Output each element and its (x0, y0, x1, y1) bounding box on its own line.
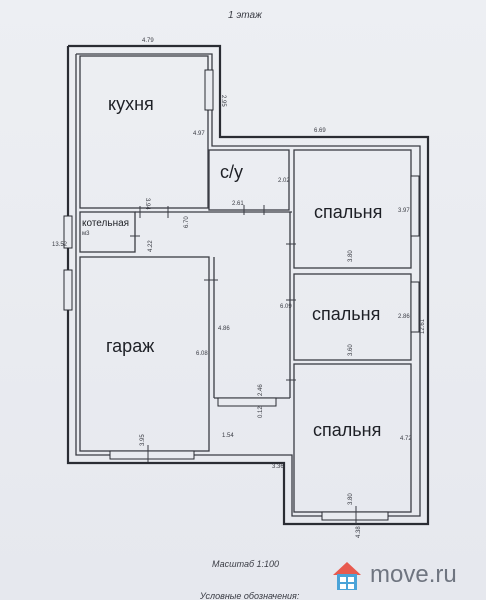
dim-wc-width: 2.61 (232, 201, 244, 207)
dim-garage-bottom: 1.54 (222, 433, 234, 439)
dim-garage-width: 3.95 (140, 434, 146, 446)
dim-bottom-right: 4.38 (356, 526, 362, 538)
dim-kitchen-window: 2.95 (220, 95, 226, 107)
dim-left-total: 13.52 (52, 242, 68, 248)
dim-bedroom1-height: 3.97 (398, 208, 410, 214)
bedroom1-window (410, 175, 420, 237)
house-logo-icon (333, 562, 361, 590)
dim-bedroom3-height: 4.72 (400, 436, 412, 442)
bedroom3-label: спальня (313, 420, 381, 440)
dim-hall-height: 4.86 (218, 326, 230, 332)
dim-bedroom3-width: 3.80 (348, 493, 354, 505)
boiler-area: м3 (82, 231, 90, 237)
dim-wc-height: 2.02 (278, 178, 290, 184)
dim-bedroom2-width: 3.60 (348, 344, 354, 356)
bedroom3-window (321, 511, 389, 521)
dim-boiler-height: 4.22 (148, 240, 154, 252)
entrance-door (217, 397, 277, 407)
logo-text: move.ru (370, 561, 457, 588)
boiler-room (79, 211, 136, 253)
outer-wall-inner (75, 53, 421, 517)
dim-garage-height: 6.08 (196, 351, 208, 357)
boiler-label: котельная (82, 218, 129, 229)
floor-title: 1 этаж (228, 10, 263, 21)
dim-kitchen-height: 4.97 (193, 131, 205, 137)
dim-corridor-height: 6.09 (280, 304, 292, 310)
dim-hall-step: 0.12 (258, 406, 264, 418)
dim-bedroom1-width: 3.80 (348, 250, 354, 262)
garage-door (109, 450, 195, 460)
scale-label: Масштаб 1:100 (212, 559, 279, 569)
kitchen-room (79, 55, 209, 209)
dim-bedroom3-left: 3.36 (272, 464, 284, 470)
legend-label: Условные обозначения: (199, 591, 300, 600)
dim-top-right: 6.69 (314, 128, 326, 134)
wc-room (208, 149, 290, 211)
dim-boiler-width: 3.94 (144, 198, 150, 210)
kitchen-label: кухня (108, 94, 154, 114)
wc-label: с/у (220, 162, 243, 182)
garage-window (63, 269, 73, 311)
boiler-window (63, 215, 73, 249)
bedroom2-label: спальня (312, 304, 380, 324)
kitchen-window (204, 69, 214, 111)
dim-right-total: 12.61 (420, 318, 426, 334)
bedroom2-window (410, 281, 420, 333)
move-ru-logo[interactable]: move.ru (330, 555, 480, 595)
dim-top-left: 4.79 (142, 38, 154, 44)
dim-hall-width: 2.46 (258, 384, 264, 396)
dim-corridor-width: 6.70 (184, 216, 190, 228)
dim-bedroom2-height: 2.86 (398, 314, 410, 320)
garage-label: гараж (106, 336, 154, 356)
bedroom1-label: спальня (314, 202, 382, 222)
